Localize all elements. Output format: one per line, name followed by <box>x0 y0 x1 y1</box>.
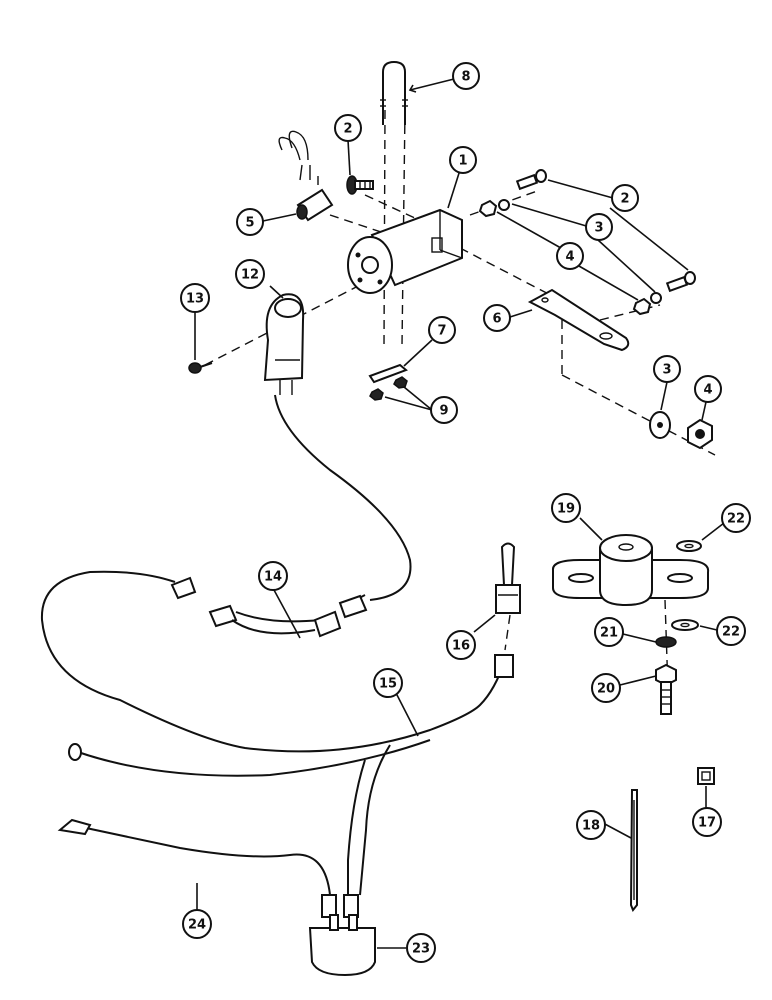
svg-text:18: 18 <box>582 819 600 834</box>
callout-3: 3 <box>653 355 681 383</box>
svg-text:2: 2 <box>620 192 629 207</box>
cable-tie-part <box>629 789 638 912</box>
svg-text:19: 19 <box>557 502 575 517</box>
screw-part-left <box>346 175 374 195</box>
svg-text:2: 2 <box>343 122 352 137</box>
callout-22: 22 <box>716 616 746 646</box>
svg-text:22: 22 <box>722 625 740 640</box>
callout-24: 24 <box>182 909 212 939</box>
svg-text:4: 4 <box>565 250 574 265</box>
clip-part <box>697 767 715 785</box>
callout-4: 4 <box>556 242 584 270</box>
solenoid-switch-part <box>278 130 334 222</box>
svg-text:3: 3 <box>594 221 603 236</box>
cable-boot-part <box>263 293 305 395</box>
callout-13: 13 <box>180 283 210 313</box>
svg-text:24: 24 <box>188 918 206 933</box>
svg-text:4: 4 <box>703 383 712 398</box>
svg-text:22: 22 <box>727 512 745 527</box>
svg-text:1: 1 <box>458 154 467 169</box>
svg-text:7: 7 <box>437 324 446 339</box>
callout-17: 17 <box>692 807 722 837</box>
callout-5: 5 <box>236 208 264 236</box>
svg-text:3: 3 <box>662 363 671 378</box>
svg-text:20: 20 <box>597 682 615 697</box>
u-bolt-part <box>380 60 408 125</box>
callout-22: 22 <box>721 503 751 533</box>
callout-18: 18 <box>576 810 606 840</box>
svg-text:8: 8 <box>461 70 470 85</box>
svg-text:17: 17 <box>698 816 716 831</box>
svg-text:6: 6 <box>492 312 501 327</box>
callout-8: 8 <box>452 62 480 90</box>
callout-21: 21 <box>594 617 624 647</box>
svg-text:5: 5 <box>245 216 254 231</box>
callout-15: 15 <box>373 668 403 698</box>
callout-2: 2 <box>611 184 639 212</box>
svg-text:21: 21 <box>600 626 618 641</box>
buzzer-part <box>552 534 710 607</box>
toggle-switch-part <box>494 542 521 678</box>
callout-14: 14 <box>258 561 288 591</box>
motor-housing-part <box>347 208 463 294</box>
plug-part <box>308 894 376 977</box>
callout-2: 2 <box>334 114 362 142</box>
callout-7: 7 <box>428 316 456 344</box>
callout-6: 6 <box>483 304 511 332</box>
callout-19: 19 <box>551 493 581 523</box>
callout-9: 9 <box>430 396 458 424</box>
wiring-harness <box>40 394 506 896</box>
callout-12: 12 <box>235 259 265 289</box>
callout-20: 20 <box>591 673 621 703</box>
callout-1: 1 <box>449 146 477 174</box>
svg-text:13: 13 <box>186 292 204 307</box>
callout-16: 16 <box>446 630 476 660</box>
callout-23: 23 <box>406 933 436 963</box>
leader-lines <box>194 77 725 949</box>
small-screw-part <box>188 362 213 374</box>
svg-text:23: 23 <box>412 942 430 957</box>
svg-text:12: 12 <box>241 268 259 283</box>
callout-3: 3 <box>585 213 613 241</box>
buzzer-fasteners <box>655 540 702 715</box>
svg-text:14: 14 <box>264 570 282 585</box>
right-fasteners <box>478 169 713 450</box>
svg-text:9: 9 <box>439 404 448 419</box>
clamp-plate-part <box>368 363 408 401</box>
bracket-part <box>527 288 630 352</box>
svg-text:16: 16 <box>452 639 470 654</box>
svg-text:15: 15 <box>379 677 397 692</box>
callout-4: 4 <box>694 375 722 403</box>
